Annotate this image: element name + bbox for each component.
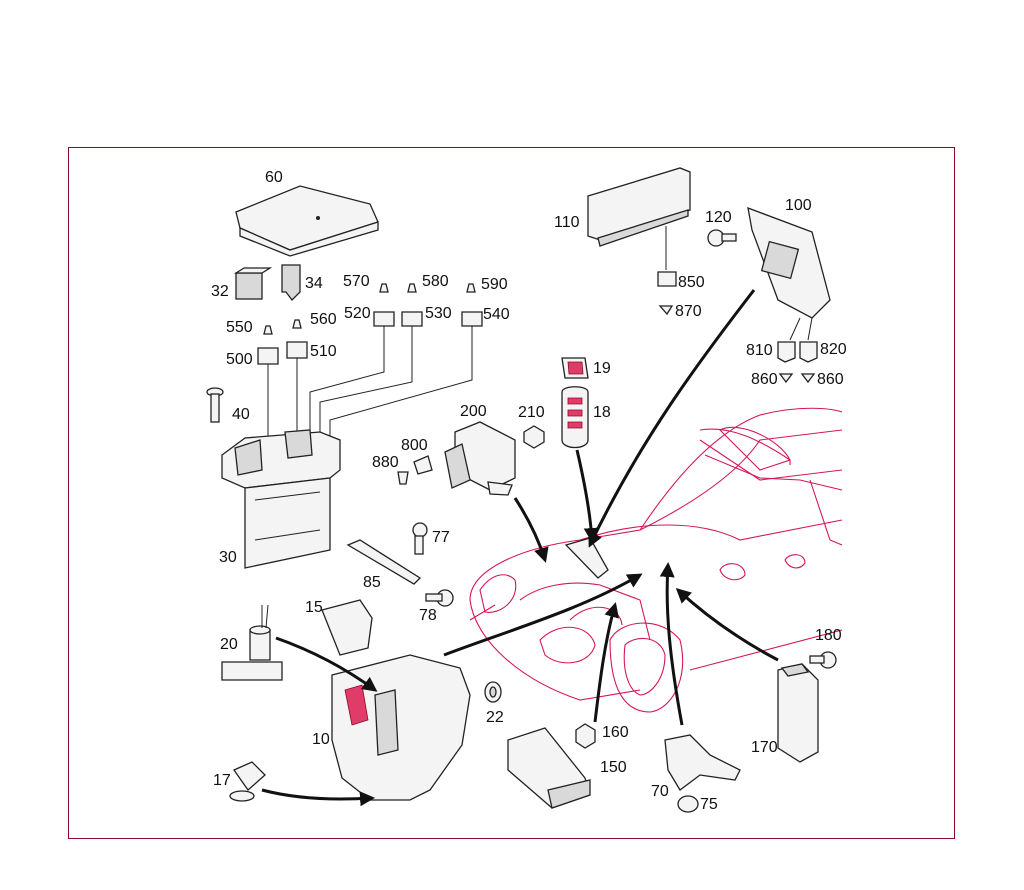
- control-unit-110: [587, 167, 691, 247]
- label-18: 18: [593, 404, 611, 421]
- connectors-850-870: [657, 226, 677, 316]
- grommet-22: [484, 681, 502, 703]
- label-100: 100: [785, 197, 812, 214]
- label-85: 85: [363, 574, 381, 591]
- label-150: 150: [600, 759, 627, 776]
- label-180: 180: [815, 627, 842, 644]
- bracket-17: [229, 761, 266, 802]
- label-30: 30: [219, 549, 237, 566]
- nut-210: [523, 425, 545, 449]
- label-40: 40: [232, 406, 250, 423]
- label-590: 590: [481, 276, 508, 293]
- label-110: 110: [554, 214, 580, 231]
- label-510: 510: [310, 343, 337, 360]
- label-210: 210: [518, 404, 545, 421]
- label-200: 200: [460, 403, 487, 420]
- relay-32: [233, 267, 273, 300]
- label-870: 870: [675, 303, 702, 320]
- label-810: 810: [746, 342, 773, 359]
- fuse-relay-module-30: [221, 429, 341, 569]
- label-10: 10: [312, 731, 330, 748]
- label-20: 20: [220, 636, 238, 653]
- label-170: 170: [751, 739, 778, 756]
- label-70: 70: [651, 783, 669, 800]
- relay-34: [281, 264, 301, 301]
- connectors-800-880: [397, 455, 433, 485]
- reservoir-10: [331, 654, 471, 801]
- screw-78: [425, 589, 454, 607]
- pump-20: [221, 604, 283, 681]
- screw-40: [206, 387, 224, 423]
- label-800: 800: [401, 437, 428, 454]
- mounted-module: [564, 537, 609, 579]
- bracket-85: [346, 539, 422, 585]
- label-75: 75: [700, 796, 718, 813]
- label-820: 820: [820, 341, 847, 358]
- label-520: 520: [344, 305, 371, 322]
- bolt-180: [809, 651, 837, 669]
- label-60: 60: [265, 169, 283, 186]
- label-850: 850: [678, 274, 705, 291]
- label-530: 530: [425, 305, 452, 322]
- connectors-810-820-860: [777, 341, 818, 384]
- label-560: 560: [310, 311, 337, 328]
- cover-18: [561, 386, 589, 449]
- label-15: 15: [305, 599, 323, 616]
- label-32: 32: [211, 283, 229, 300]
- label-570: 570: [343, 273, 370, 290]
- diagram-frame: [68, 147, 955, 839]
- screw-77: [412, 522, 428, 555]
- cover-150: [507, 727, 591, 809]
- grommet-75: [677, 795, 699, 813]
- label-550: 550: [226, 319, 253, 336]
- assembly-arrows: [261, 289, 779, 807]
- connector-leader-lines: [267, 326, 473, 440]
- clip-19: [561, 357, 589, 379]
- label-78: 78: [419, 607, 437, 624]
- holder-15: [321, 599, 373, 656]
- label-34: 34: [305, 275, 323, 292]
- module-170: [777, 663, 819, 763]
- bracket-70: [664, 734, 741, 791]
- label-860-right: 860: [817, 371, 844, 388]
- relay-200: [444, 421, 516, 496]
- label-540: 540: [483, 306, 510, 323]
- connectors-top: [257, 283, 483, 365]
- bolt-120: [707, 229, 737, 247]
- label-19: 19: [593, 360, 611, 377]
- label-120: 120: [705, 209, 732, 226]
- label-22: 22: [486, 709, 504, 726]
- fuse-box-cover-60: [235, 185, 379, 257]
- label-77: 77: [432, 529, 450, 546]
- module-100: [747, 206, 831, 341]
- label-860-left: 860: [751, 371, 778, 388]
- label-500: 500: [226, 351, 253, 368]
- label-160: 160: [602, 724, 629, 741]
- car-outline: [469, 407, 843, 713]
- nut-160: [575, 723, 596, 749]
- label-580: 580: [422, 273, 449, 290]
- label-880: 880: [372, 454, 399, 471]
- label-17: 17: [213, 772, 231, 789]
